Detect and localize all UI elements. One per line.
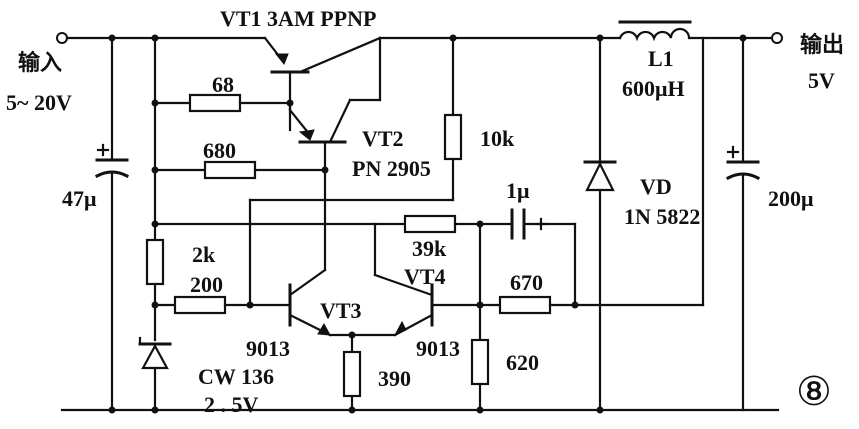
vd-part-label: 1N 5822 <box>624 204 701 229</box>
diode-vd <box>583 36 617 412</box>
output-voltage-label: 5V <box>808 68 835 93</box>
resistor-200 <box>153 295 292 315</box>
transistor-vt2 <box>288 98 352 272</box>
resistor-10k <box>248 36 463 307</box>
transistor-vt4 <box>373 273 502 337</box>
resistor-2k <box>145 238 165 286</box>
vt2-label: VT2 <box>362 126 404 151</box>
l1-value-label: 600μH <box>622 76 685 101</box>
left-rail <box>138 36 172 412</box>
input-capacitor-label: 47μ <box>62 186 97 211</box>
output-capacitor <box>725 36 761 412</box>
polarity-marks <box>96 143 740 231</box>
r39k-label: 39k <box>412 236 447 261</box>
resistor-680 <box>153 160 327 180</box>
output-capacitor-label: 200μ <box>768 186 814 211</box>
r670-label: 670 <box>510 270 543 295</box>
resistor-39k <box>403 214 457 234</box>
transistor-vt1 <box>263 36 382 132</box>
junction-dots <box>108 34 747 414</box>
c1u-label: 1μ <box>506 178 530 203</box>
q-right-label: 9013 <box>416 336 460 361</box>
vt3-label: VT3 <box>320 298 362 323</box>
output-terminal <box>771 32 783 44</box>
zener-voltage-label: 2 . 5V <box>204 392 259 417</box>
r200-label: 200 <box>190 272 223 297</box>
vt2-part-label: PN 2905 <box>352 156 431 181</box>
top-rail <box>56 32 783 44</box>
feedback-line <box>153 208 577 342</box>
r620-label: 620 <box>506 350 539 375</box>
input-terminal <box>56 32 68 44</box>
r10k-label: 10k <box>480 126 515 151</box>
resistor-68 <box>153 93 292 113</box>
l1-label: L1 <box>648 46 674 71</box>
inductor-l1 <box>618 20 692 42</box>
figure-number: ⑧ <box>796 369 832 414</box>
vt4-label: VT4 <box>404 264 446 289</box>
input-label: 输入 <box>18 50 63 75</box>
input-capacitor <box>94 36 130 412</box>
r2k-label: 2k <box>192 242 216 267</box>
zener-label: CW 136 <box>198 364 274 389</box>
output-label: 输出 <box>800 32 845 57</box>
q-left-label: 9013 <box>246 336 290 361</box>
vd-label: VD <box>640 174 672 199</box>
resistor-620 <box>470 338 490 412</box>
vt1-label: VT1 3AM PPNP <box>220 6 377 31</box>
transistor-vt3 <box>288 268 397 337</box>
r68-label: 68 <box>212 72 234 97</box>
resistor-390 <box>342 333 362 412</box>
input-range-label: 5~ 20V <box>6 90 72 115</box>
r680-label: 680 <box>203 138 236 163</box>
r390-label: 390 <box>378 366 411 391</box>
